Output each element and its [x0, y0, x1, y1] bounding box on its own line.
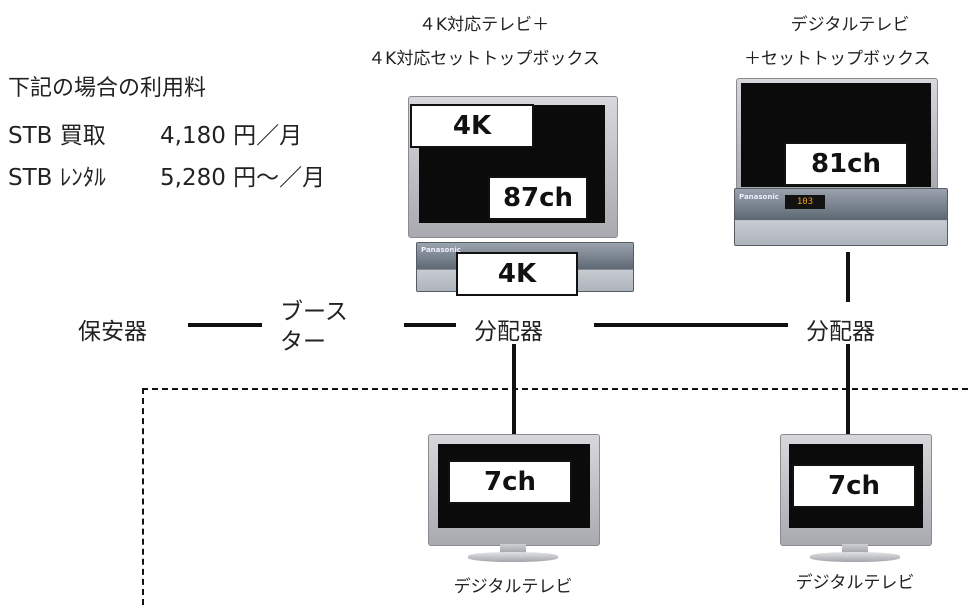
protector-node: 保安器	[78, 319, 147, 345]
tv4k-caption-line2: ４K対応セットトップボックス	[368, 49, 600, 69]
tv4k-badge: 4K	[410, 104, 534, 148]
bottom-left-tv-base	[468, 552, 558, 562]
bottom-left-caption: デジタルテレビ	[453, 577, 573, 597]
building-boundary-top	[142, 388, 968, 390]
splitter-center-node: 分配器	[474, 319, 543, 345]
digital-stb-box: Panasonic 103	[734, 188, 948, 246]
stb4k-brand: Panasonic	[421, 246, 461, 254]
booster-node-line1: ブース	[280, 299, 348, 325]
pricing-buy-label: STB 買取	[8, 123, 106, 149]
line-right-splitter-to-stb	[846, 252, 850, 302]
line-right-splitter-to-tv	[846, 344, 850, 444]
digital-channel-label: 81ch	[784, 142, 908, 186]
digital-stb-brand: Panasonic	[739, 193, 779, 201]
digital-stb-caption-line1: デジタルテレビ	[790, 15, 910, 35]
digital-stb-display: 103	[785, 195, 825, 209]
bottom-right-caption: デジタルテレビ	[795, 573, 915, 593]
bottom-right-tv-neck	[842, 544, 868, 554]
line-protector-booster	[188, 323, 262, 327]
bottom-left-tv-neck	[500, 544, 526, 554]
line-splitter-splitter	[594, 323, 788, 327]
tv4k-channel-label: 87ch	[488, 176, 588, 220]
splitter-right-node: 分配器	[806, 319, 875, 345]
building-boundary-left	[142, 388, 144, 605]
bottom-left-channel-label: 7ch	[448, 460, 572, 504]
bottom-right-tv-base	[810, 552, 900, 562]
stb4k-badge: 4K	[456, 252, 578, 296]
booster-node-line2: ター	[280, 329, 326, 355]
pricing-buy-price: 4,180 円／月	[160, 123, 303, 149]
bottom-right-channel-label: 7ch	[792, 464, 916, 508]
digital-stb-caption-line2: ＋セットトップボックス	[744, 49, 931, 69]
pricing-heading: 下記の場合の利用料	[8, 76, 207, 101]
line-center-splitter-to-tv	[512, 344, 516, 444]
pricing-rent-label: STB ﾚﾝﾀﾙ	[8, 165, 106, 191]
tv4k-caption-line1: ４K対応テレビ＋	[418, 15, 550, 35]
line-booster-splitter	[404, 323, 456, 327]
pricing-rent-price: 5,280 円～／月	[160, 165, 326, 191]
